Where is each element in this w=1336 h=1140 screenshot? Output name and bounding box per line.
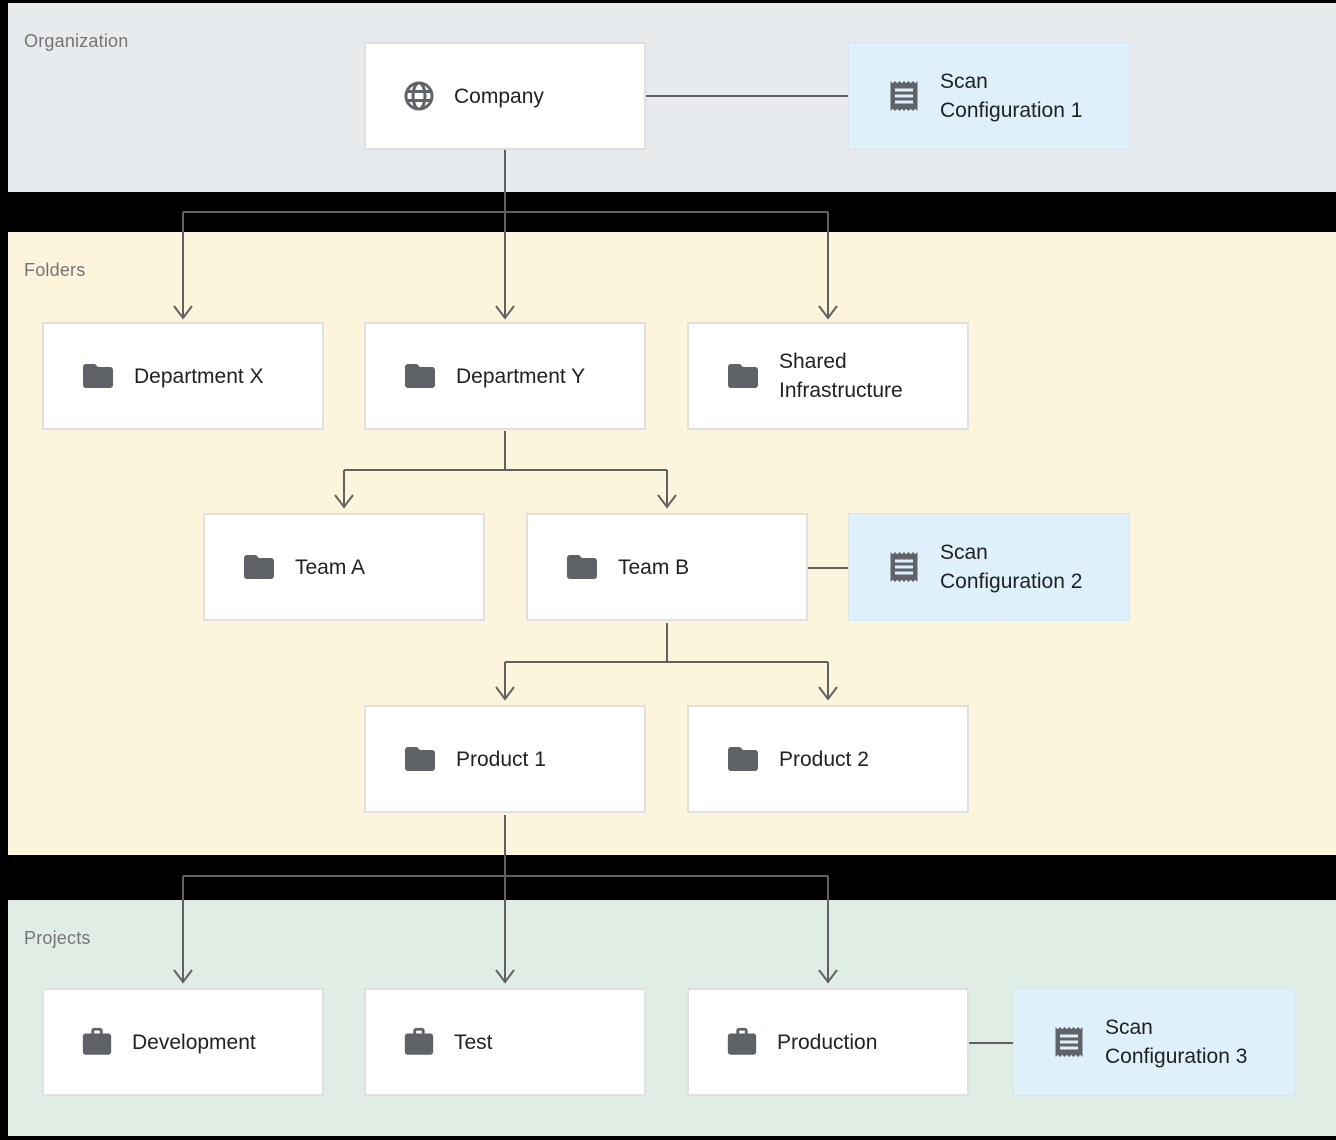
node-scan-configuration-3: Scan Configuration 3: [1013, 988, 1295, 1096]
node-department-y: Department Y: [364, 322, 646, 430]
node-label: Shared Infrastructure: [779, 350, 903, 402]
node-label: Team B: [618, 555, 690, 579]
folder-icon: [725, 741, 761, 777]
briefcase-icon: [80, 1025, 114, 1059]
folder-icon: [564, 549, 600, 585]
receipt-icon: [886, 78, 922, 114]
section-label-projects: Projects: [24, 928, 91, 948]
section-label-organization: Organization: [24, 31, 129, 51]
node-department-x: Department X: [42, 322, 324, 430]
node-production: Production: [687, 988, 969, 1096]
node-test: Test: [364, 988, 646, 1096]
node-scan-configuration-1: Scan Configuration 1: [848, 42, 1130, 150]
node-label: Scan Configuration 1: [940, 70, 1083, 122]
node-label: Scan Configuration 3: [1105, 1016, 1248, 1068]
section-organization: Organization: [8, 3, 1336, 192]
node-team-b: Team B: [526, 513, 808, 621]
node-label: Team A: [295, 555, 366, 579]
node-product-2: Product 2: [687, 705, 969, 813]
node-label: Product 1: [456, 747, 546, 771]
node-label: Scan Configuration 2: [940, 541, 1083, 593]
node-label: Department X: [134, 364, 264, 388]
briefcase-icon: [725, 1025, 759, 1059]
node-shared-infrastructure: Shared Infrastructure: [687, 322, 969, 430]
folder-icon: [241, 549, 277, 585]
node-company: Company: [364, 42, 646, 150]
node-product-1: Product 1: [364, 705, 646, 813]
node-scan-configuration-2: Scan Configuration 2: [848, 513, 1130, 621]
node-team-a: Team A: [203, 513, 485, 621]
node-label: Department Y: [456, 364, 586, 388]
node-development: Development: [42, 988, 324, 1096]
folder-icon: [402, 358, 438, 394]
receipt-icon: [886, 549, 922, 585]
node-label: Development: [132, 1030, 256, 1054]
section-label-folders: Folders: [24, 260, 86, 280]
receipt-icon: [1051, 1024, 1087, 1060]
node-label: Company: [454, 84, 544, 108]
folder-icon: [80, 358, 116, 394]
node-label: Product 2: [779, 747, 869, 771]
globe-icon: [402, 79, 436, 113]
briefcase-icon: [402, 1025, 436, 1059]
node-label: Production: [777, 1030, 878, 1054]
folder-icon: [402, 741, 438, 777]
node-label: Test: [454, 1030, 493, 1054]
folder-icon: [725, 358, 761, 394]
